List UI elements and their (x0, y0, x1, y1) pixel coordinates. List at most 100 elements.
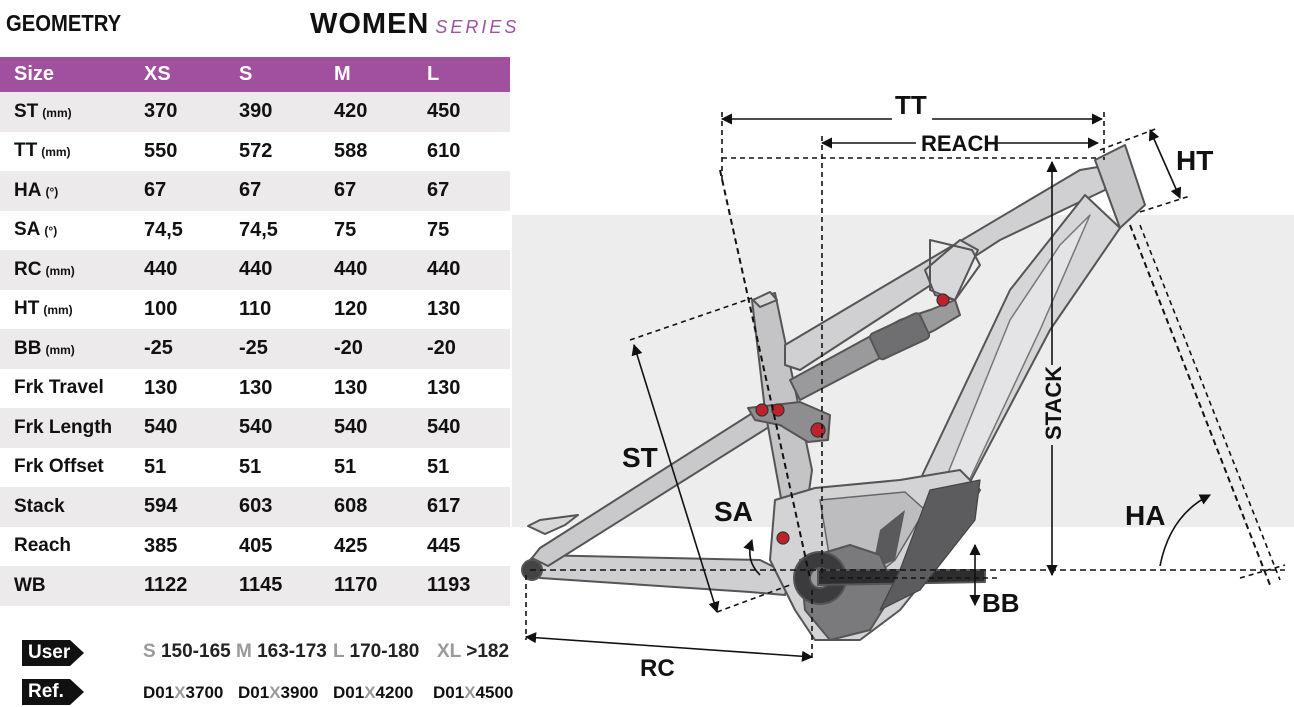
table-cell: 540 (144, 408, 239, 448)
label-st: ST (622, 442, 658, 473)
table-cell: 130 (144, 376, 178, 399)
table-header-row: Size XS S M L (0, 57, 510, 92)
table-cell: 617 (427, 487, 510, 527)
user-size-xl: XL >182 (437, 641, 510, 662)
row-label: RC(mm) (0, 250, 144, 290)
row-label: Frk Travel (14, 377, 104, 399)
row-label: Reach (14, 535, 72, 557)
user-chip-arrow (70, 640, 84, 666)
dimension-labels: TT REACH HT ST SA STACK HA BB RC (622, 90, 1213, 682)
table-cell: 51 (334, 455, 357, 478)
label-sa: SA (714, 496, 753, 527)
table-cell: 51 (427, 455, 450, 478)
row-unit: (°) (45, 184, 59, 199)
table-cell: 540 (239, 408, 334, 448)
table-cell: 1145 (239, 566, 334, 606)
row-label: BB(mm) (0, 329, 144, 369)
table-cell: 67 (427, 171, 510, 211)
table-cell: 130 (427, 376, 461, 399)
header-xs: XS (144, 57, 239, 92)
table-cell: 75 (427, 218, 450, 241)
row-unit: (mm) (45, 342, 75, 357)
table-cell: 450 (427, 92, 510, 132)
ref-chip: Ref. (22, 679, 70, 705)
table-cell: 445 (427, 534, 461, 557)
table-cell: 75 (334, 218, 357, 241)
row-unit: (mm) (42, 105, 72, 120)
ref-code-xl: D01X4500 (433, 683, 514, 702)
user-size-s: S 150-165 (143, 641, 231, 662)
table-cell: 390 (239, 92, 334, 132)
row-label: TT(mm) (14, 140, 71, 162)
table-cell: 74,5 (144, 218, 183, 241)
table-row: BB(mm)-25-25-20-20 (0, 329, 510, 369)
table-cell: 610 (427, 139, 461, 162)
series-suffix: SERIES (435, 17, 520, 37)
table-cell: 130 (239, 376, 273, 399)
table-cell: 425 (334, 534, 368, 557)
table-cell: 440 (239, 250, 334, 290)
user-size-l: L 170-180 (333, 641, 420, 662)
table-row: Reach 385 405 425 445 (0, 527, 510, 567)
label-tt: TT (895, 90, 927, 120)
table-cell: 1122 (144, 566, 239, 606)
table-cell: 370 (144, 92, 239, 132)
label-stack: STACK (1041, 366, 1066, 440)
label-reach: REACH (921, 131, 999, 156)
ref-chip-arrow (70, 679, 84, 705)
head-tube (1094, 144, 1146, 229)
row-label: HT(mm) (14, 298, 73, 320)
table-cell: -25 (239, 329, 334, 369)
row-label: ST(mm) (0, 92, 144, 132)
row-label: HA(°) (0, 171, 144, 211)
table-cell: 74,5 (239, 218, 278, 241)
label-ha: HA (1125, 500, 1165, 531)
table-cell: 385 (144, 534, 178, 557)
table-cell: 440 (427, 250, 510, 290)
row-label: Frk Length (0, 408, 144, 448)
table-cell: 440 (334, 250, 427, 290)
table-cell: 1193 (427, 566, 510, 606)
row-label: WB (0, 566, 144, 606)
page-title: GEOMETRY (6, 10, 122, 36)
header-size: Size (0, 57, 144, 92)
seatstay (531, 404, 781, 567)
ref-code-m: D01X3900 (238, 683, 319, 702)
table-cell: 67 (144, 171, 239, 211)
ref-code-s: D01X3700 (143, 683, 224, 702)
table-cell: 110 (239, 297, 272, 320)
table-cell: 130 (427, 297, 461, 320)
table-cell: 540 (427, 408, 510, 448)
table-cell: 540 (334, 408, 427, 448)
table-cell: 550 (144, 139, 178, 162)
table-cell: 572 (239, 139, 273, 162)
header-s: S (239, 57, 334, 92)
label-ht: HT (1176, 145, 1213, 176)
label-bb: BB (982, 588, 1020, 618)
table-cell: 405 (239, 534, 273, 557)
row-label: Stack (0, 487, 144, 527)
table-cell: 67 (334, 171, 427, 211)
table-cell: 420 (334, 92, 427, 132)
table-cell: 440 (144, 250, 239, 290)
table-cell: 67 (239, 171, 334, 211)
row-label: Frk Offset (14, 456, 104, 478)
rocker-link (747, 401, 831, 443)
series-name: WOMEN (310, 8, 430, 40)
header-l: L (427, 57, 510, 92)
table-cell: 608 (334, 487, 427, 527)
table-cell: 51 (144, 455, 167, 478)
